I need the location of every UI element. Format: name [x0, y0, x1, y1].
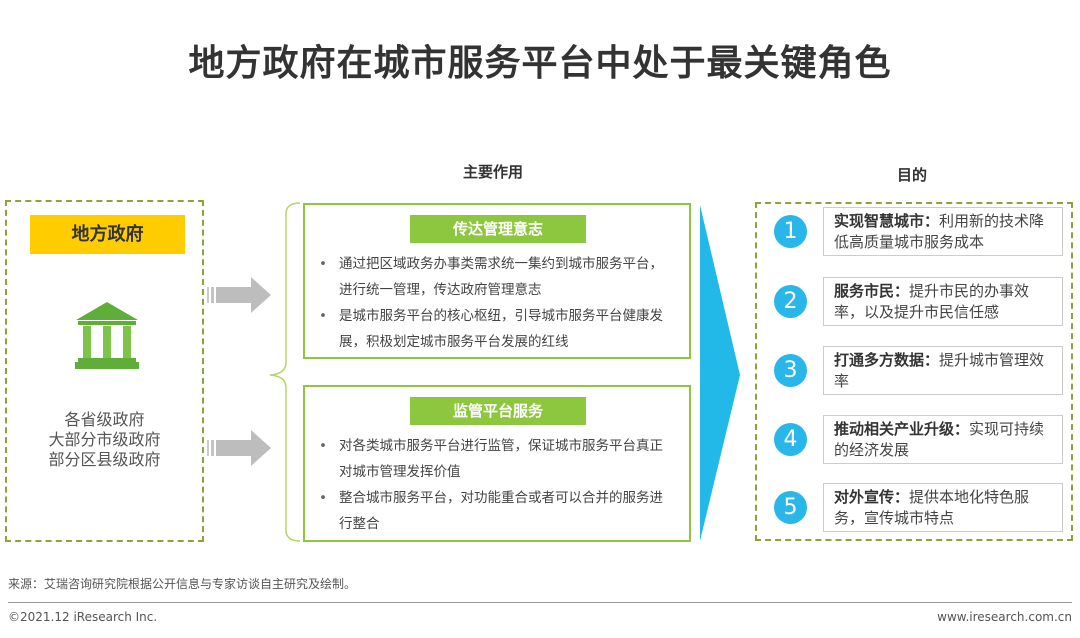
panel-supervise-services: 监管平台服务 对各类城市服务平台进行监管，保证城市服务平台真正对城市管理发挥价值…: [303, 385, 691, 542]
goal-number-badge: 4: [774, 423, 807, 456]
level-county: 部分区县级政府: [48, 450, 161, 469]
local-government-box: [5, 200, 204, 542]
roles-header: 主要作用: [463, 163, 524, 181]
goal-number-badge: 2: [774, 285, 807, 318]
panel-title: 传达管理意志: [410, 215, 586, 243]
goal-heading: 推动相关产业升级：: [834, 420, 970, 438]
goal-text: 利用新的技术降低高质量城市服务成本: [834, 212, 1045, 251]
goal-number-badge: 3: [774, 354, 807, 387]
panel-convey-management: 传达管理意志 通过把区域政务办事类需求统一集约到城市服务平台，进行统一管理，传达…: [303, 203, 691, 359]
government-building-icon: [75, 302, 139, 369]
level-provincial: 各省级政府: [64, 410, 145, 429]
goal-item: 服务市民：提升市民的办事效率，以及提升市民信任感: [823, 277, 1063, 326]
local-government-label: 地方政府: [30, 215, 185, 254]
bullet-item: 是城市服务平台的核心枢纽，引导城市服务平台健康发展，积极划定城市服务平台发展的红…: [317, 303, 667, 355]
arrow-right-icon: [207, 430, 271, 466]
bullet-item: 通过把区域政务办事类需求统一集约到城市服务平台，进行统一管理，传达政府管理意志: [317, 251, 667, 303]
goal-item: 打通多方数据：提升城市管理效率: [823, 346, 1063, 395]
goal-item: 推动相关产业升级：实现可持续的经济发展: [823, 415, 1063, 464]
level-city: 大部分市级政府: [48, 430, 161, 449]
chevron-right-icon: [700, 205, 740, 541]
goal-text: 提供本地化特色服务，宣传城市特点: [834, 488, 1030, 527]
arrow-right-icon: [207, 277, 271, 313]
goal-text: 提升市民的办事效率，以及提升市民信任感: [834, 282, 1030, 321]
goal-text: 实现可持续的经济发展: [834, 420, 1045, 459]
brace-icon: [269, 202, 301, 542]
goal-number-badge: 1: [774, 215, 807, 248]
website: www.iresearch.com.cn: [937, 610, 1072, 624]
goal-heading: 实现智慧城市：: [834, 212, 940, 230]
government-levels: 各省级政府 大部分市级政府 部分区县级政府: [5, 410, 204, 470]
goal-heading: 对外宣传：: [834, 488, 910, 506]
bullet-item: 对各类城市服务平台进行监管，保证城市服务平台真正对城市管理发挥价值: [317, 433, 667, 485]
goal-heading: 服务市民：: [834, 282, 910, 300]
goals-box: [755, 202, 1073, 541]
goal-heading: 打通多方数据：: [834, 351, 940, 369]
goals-header: 目的: [897, 166, 928, 184]
goal-item: 实现智慧城市：利用新的技术降低高质量城市服务成本: [823, 207, 1063, 256]
source-note: 来源：艾瑞咨询研究院根据公开信息与专家访谈自主研究及绘制。: [8, 577, 357, 591]
footer-divider: [8, 602, 1072, 603]
bullet-item: 整合城市服务平台，对功能重合或者可以合并的服务进行整合: [317, 485, 667, 537]
goal-text: 提升城市管理效率: [834, 351, 1045, 390]
goal-number-badge: 5: [774, 491, 807, 524]
copyright: ©2021.12 iResearch Inc.: [8, 610, 158, 624]
page-title: 地方政府在城市服务平台中处于最关键角色: [188, 43, 892, 84]
panel-title: 监管平台服务: [410, 397, 586, 425]
goal-item: 对外宣传：提供本地化特色服务，宣传城市特点: [823, 483, 1063, 532]
